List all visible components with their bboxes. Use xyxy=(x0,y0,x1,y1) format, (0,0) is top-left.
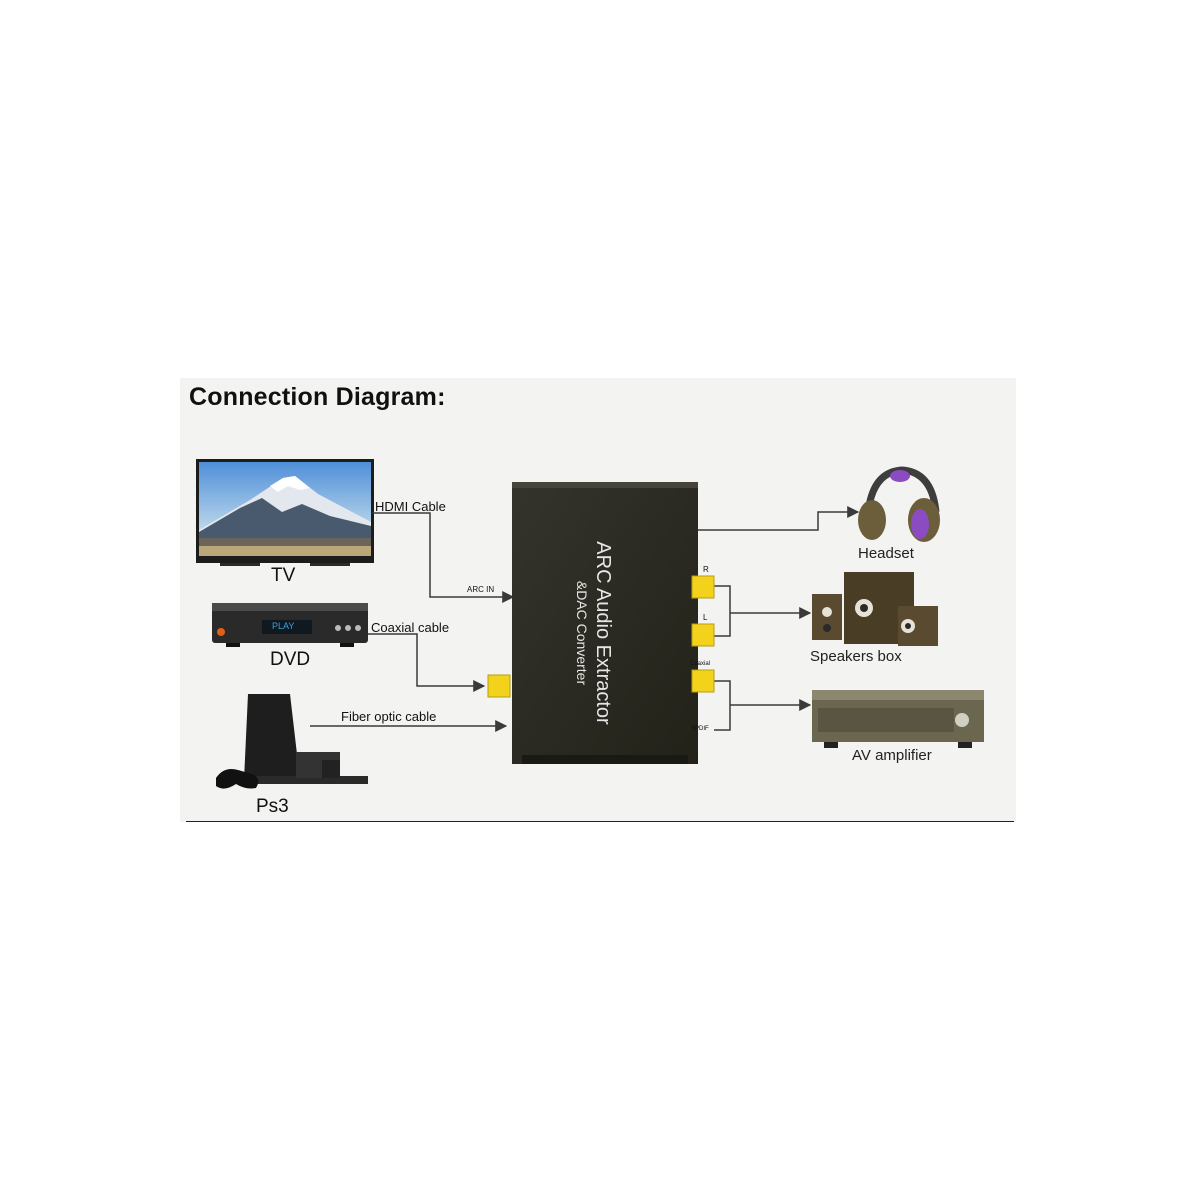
headset-icon xyxy=(858,466,940,542)
r-port-label: R xyxy=(703,565,709,574)
coaxial-input-port xyxy=(487,674,511,698)
av-amplifier-icon xyxy=(812,690,984,748)
l-output-port xyxy=(691,623,715,647)
hdmi-cable-line xyxy=(372,512,515,603)
speakers-icon xyxy=(812,572,938,646)
av-amplifier-label: AV amplifier xyxy=(852,747,932,764)
digital-output-line xyxy=(714,680,810,731)
dvd-player-icon xyxy=(212,603,368,647)
bottom-divider xyxy=(186,821,1014,822)
r-output-port xyxy=(691,575,715,599)
ps3-console-icon xyxy=(216,694,368,789)
ps3-label: Ps3 xyxy=(256,796,289,817)
speakers-box-label: Speakers box xyxy=(810,648,902,665)
hdmi-cable-label: HDMI Cable xyxy=(375,499,446,514)
coaxial-cable-line xyxy=(368,633,486,692)
tv-label: TV xyxy=(271,565,296,586)
headset-line xyxy=(698,506,860,531)
dvd-label: DVD xyxy=(270,649,311,670)
fiber-optic-cable-label: Fiber optic cable xyxy=(341,709,437,724)
l-port-label: L xyxy=(703,613,708,622)
cable-lines xyxy=(310,506,860,732)
converter-label: ARC Audio Extractor &DAC Converter xyxy=(562,525,626,741)
coaxial-cable-label: Coaxial cable xyxy=(371,620,450,635)
converter-box xyxy=(512,482,698,764)
spdif-port-label: SPDIF xyxy=(691,726,709,732)
headset-label: Headset xyxy=(858,545,914,562)
tv-icon xyxy=(196,459,374,566)
converter-name: ARC Audio Extractor xyxy=(592,541,614,725)
coaxial-port-label: Coaxial xyxy=(690,661,711,667)
rl-output-line xyxy=(714,585,810,637)
dvd-display-text: PLAY xyxy=(272,621,295,631)
arc-in-label: ARC IN xyxy=(467,585,495,594)
diagram-title: Connection Diagram: xyxy=(189,383,446,411)
coaxial-output-port xyxy=(691,669,715,693)
connectors xyxy=(487,575,715,698)
converter-subtitle: &DAC Converter xyxy=(574,580,590,686)
